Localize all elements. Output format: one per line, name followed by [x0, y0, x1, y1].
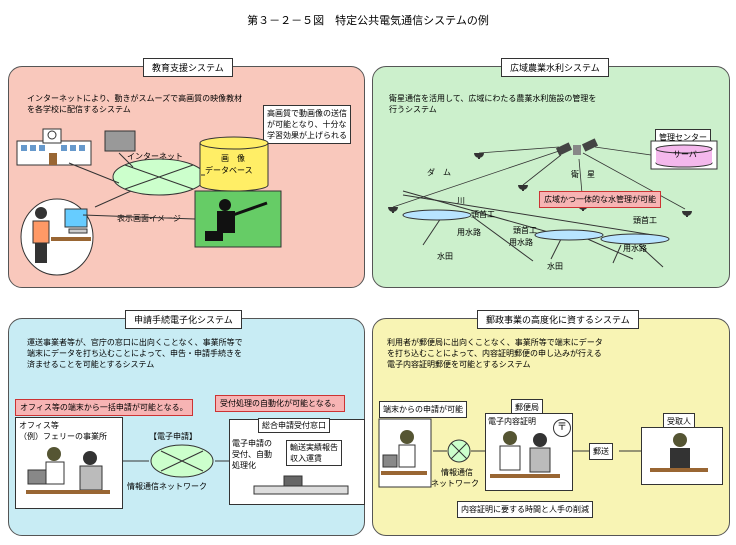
- egov-desc-1: 運送事業者等が、官庁の窓口に出向くことなく、事業所等で: [27, 338, 243, 347]
- agri-desc-2: 行うシステム: [389, 105, 437, 114]
- paddy-1: 水田: [437, 252, 453, 261]
- connection-lines: [68, 152, 205, 208]
- database-icon: [199, 136, 269, 192]
- education-note: 高画質で動画像の送信 が可能となり、十分な 学習効果が上げられる: [263, 105, 351, 144]
- river-label: 川: [457, 196, 465, 205]
- dish-icon: [388, 207, 398, 213]
- internet-ellipse: [112, 158, 206, 196]
- server-icon: [650, 140, 718, 170]
- education-panel: 教育支援システム インターネットにより、動きがスムーズで高画質の映像教材 を各学…: [8, 58, 365, 288]
- egov-desc-3: 済ませることを可能とするシステム: [27, 360, 155, 369]
- post-office-box: 電子内容証明: [485, 413, 573, 491]
- display-label: 表示画面イメージ: [117, 214, 181, 223]
- education-desc-2: を各学校に配信するシステム: [27, 105, 131, 114]
- screen-image: [194, 190, 282, 248]
- satellite-icon: [555, 138, 599, 156]
- server-label: サーバ: [673, 150, 697, 159]
- postal-desc-3: 電子内容証明郵便を可能とするシステム: [387, 360, 531, 369]
- dam-label: ダ ム: [427, 168, 451, 177]
- canal-1: 用水路: [457, 228, 481, 237]
- education-title: 教育支援システム: [143, 58, 233, 77]
- record-label-2: 収入運賃: [290, 454, 322, 463]
- postal-network-label-2: ネットワーク: [431, 479, 479, 488]
- record-box: 輸送実績報告 収入運賃: [286, 440, 342, 466]
- record-label-1: 輸送実績報告: [290, 443, 338, 452]
- egov-title: 申請手続電子化システム: [125, 310, 242, 329]
- recipient-box: [641, 427, 723, 485]
- batch-application-note: オフィス等の端末から一括申請が可能となる。: [15, 399, 193, 416]
- counter-box: 総合申請受付窓口 電子申請の 受付、自動 処理化 輸送実績報告 収入運賃: [229, 418, 365, 505]
- canal-2: 用水路: [509, 238, 533, 247]
- display-connector: [82, 214, 196, 220]
- postal-title: 郵政事業の高度化に資するシステム: [477, 310, 639, 329]
- dish-icon: [518, 185, 528, 191]
- agri-desc-1: 衛星通信を活用して、広域にわたる農業水利施設の管理を: [389, 94, 597, 103]
- counter-desk-icon: [253, 475, 349, 495]
- recipient-icon: [650, 433, 708, 472]
- headworks-2: 頭首工: [513, 226, 537, 235]
- office-workers-icon: [26, 447, 110, 494]
- postal-clerks-icon: [490, 431, 560, 478]
- river-network: [402, 190, 670, 268]
- dish-icon: [682, 211, 692, 217]
- monitor-icon: [104, 130, 136, 152]
- agri-panel: 広域農業水利システム 衛星通信を活用して、広域にわたる農業水利施設の管理を 行う…: [372, 58, 730, 288]
- process-label-2: 受付、自動: [232, 450, 272, 459]
- egov-panel: 申請手続電子化システム 運送事業者等が、官庁の窓口に出向くことなく、事業所等で …: [8, 310, 365, 536]
- database-label-1: 画 像: [221, 154, 245, 163]
- terminal-note: 端末からの申請が可能: [379, 401, 467, 418]
- postal-mark-icon: 〒: [553, 419, 571, 437]
- postal-panel: 郵政事業の高度化に資するシステム 利用者が郵便局に出向くことなく、事業所等で端末…: [372, 310, 730, 536]
- figure-title: 第３－２－５図 特定公共電気通信システムの例: [247, 14, 489, 27]
- postal-desc-1: 利用者が郵便局に出向くことなく、事業所等で端末にデータ: [387, 338, 603, 347]
- e-application-label: 【電子申請】: [149, 432, 197, 441]
- office-label-2: （例）フェリーの事業所: [19, 432, 107, 441]
- education-desc-1: インターネットにより、動きがスムーズで高画質の映像教材: [27, 94, 243, 103]
- internet-label: インターネット: [127, 152, 183, 161]
- counter-label: 総合申請受付窓口: [258, 418, 330, 433]
- unified-management-note: 広域かつ一体的な水管理が可能: [539, 191, 661, 208]
- user-terminal-icon: [378, 418, 432, 488]
- office-box: オフィス等 （例）フェリーの事業所: [15, 417, 123, 509]
- note-line: が可能となり、十分な: [267, 120, 347, 129]
- satellite-label: 衛 星: [571, 170, 595, 179]
- student-computer-icon: [20, 198, 94, 276]
- canal-3: 用水路: [623, 244, 647, 253]
- network-ellipse: [150, 444, 214, 478]
- postal-network-label-1: 情報通信: [441, 468, 473, 477]
- headworks-1: 頭首工: [471, 210, 495, 219]
- database-label-2: データベース: [205, 166, 253, 175]
- process-label-3: 処理化: [232, 461, 256, 470]
- note-line: 学習効果が上げられる: [267, 131, 347, 140]
- postal-network-icon: [447, 439, 471, 463]
- headworks-3: 頭首工: [633, 216, 657, 225]
- paddy-2: 水田: [547, 262, 563, 271]
- saving-note: 内容証明に要する時間と人手の削減: [457, 501, 593, 518]
- certified-label: 電子内容証明: [488, 417, 536, 426]
- egov-network-label: 情報通信ネットワーク: [127, 482, 207, 491]
- auto-processing-note: 受付処理の自動化が可能となる。: [215, 395, 345, 412]
- delivery-label: 郵送: [589, 443, 613, 460]
- egov-desc-2: 端末にデータを打ち込むことによって、申告・申請手続きを: [27, 349, 242, 358]
- egov-links: [123, 460, 229, 462]
- dish-icon: [474, 153, 484, 159]
- agri-title: 広域農業水利システム: [501, 58, 609, 77]
- process-label-1: 電子申請の: [232, 439, 272, 448]
- postal-desc-2: を打ち込むことによって、内容証明郵便の申し込みが行える: [387, 349, 602, 358]
- office-label-1: オフィス等: [19, 421, 59, 430]
- school-building-icon: [16, 128, 92, 166]
- note-line: 高画質で動画像の送信: [267, 109, 347, 118]
